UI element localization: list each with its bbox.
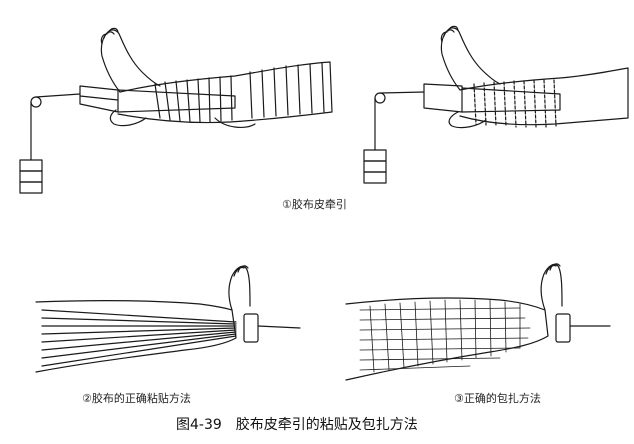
panel-2-heel [448,111,487,129]
panel-2-pulley [374,92,386,104]
panel-1-heel [109,109,147,127]
panel-1-foot [100,29,161,93]
panel-4-spreader [555,313,571,343]
panel-1-label: ①胶布皮牵引 [282,198,347,211]
panel-4-leg-outline [345,297,549,381]
panel-3-tape-application [35,265,301,373]
panel-1-tape [117,89,236,113]
panel-3-toes [233,265,249,277]
panel-2-foot [440,27,501,91]
panel-2-bandage [473,79,557,128]
panel-1-leg-outline [117,61,333,124]
panel-1-toes [100,27,119,45]
figure-caption: 图4-39 胶布皮牵引的粘贴及包扎方法 [176,417,418,433]
panel-2-rope [374,91,425,151]
panel-4-foot [540,263,563,311]
panel-4-bandaging [345,263,611,381]
panel-4-bandage-grid [359,299,531,373]
panel-2-tape [461,87,561,113]
panel-3-label: ③正确的包扎方法 [454,392,541,405]
panel-3-rope [257,325,301,329]
panel-1-pulley [30,96,42,108]
panel-3-foot [228,265,251,311]
panel-1-rope [30,93,81,161]
panel-3-spreader [243,313,259,343]
panel-2-weight [363,149,387,184]
panel-2-spreader [423,83,463,113]
panel-3-tape-strips [41,309,237,367]
panel-2-toes [440,25,459,43]
panel-1-leg-traction [19,27,333,194]
panel-2-leg-traction [363,25,629,184]
panel-1-bandage [154,62,325,123]
panel-1-weight [19,159,43,194]
panel-1-knee [214,117,256,128]
panel-2-label: ②胶布的正确粘贴方法 [82,392,191,405]
panel-4-toes [545,263,561,275]
